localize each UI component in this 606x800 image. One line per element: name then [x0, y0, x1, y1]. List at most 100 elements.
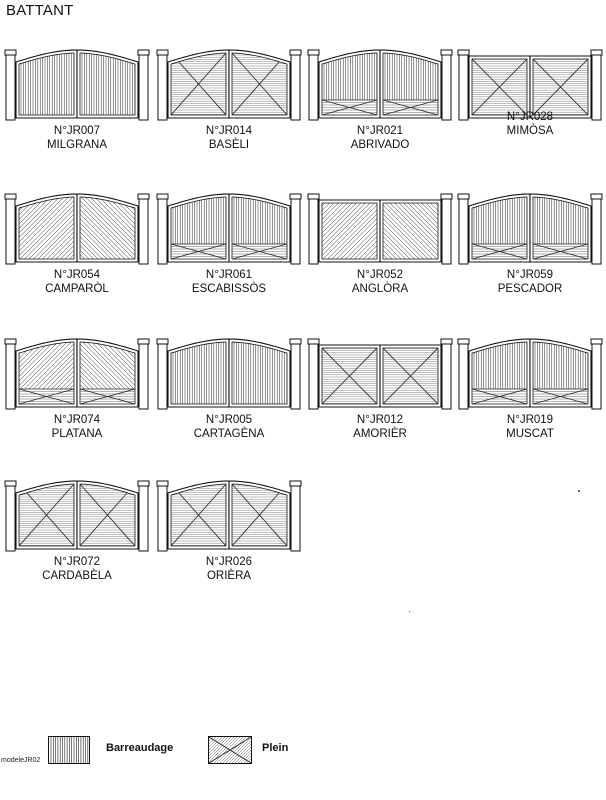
gate-name: AMORIÈR — [353, 428, 407, 440]
gate-leaf-right — [228, 480, 291, 550]
gate-post-left — [156, 193, 169, 265]
gate-code: N°JR012 — [356, 414, 404, 426]
gate-illustration — [156, 480, 302, 552]
gate-code: N°JR052 — [356, 269, 404, 281]
gate-code: N°JR054 — [53, 269, 101, 281]
gate-leaf-left — [167, 480, 230, 550]
gate-leaf-right — [379, 49, 442, 119]
legend: Barreaudage Plein — [0, 730, 606, 770]
gate-post-left — [307, 338, 320, 410]
gate-name: CARDABÈLA — [42, 570, 112, 582]
gate-code: N°JR028 — [506, 111, 554, 123]
gate-leaf-right — [228, 338, 291, 408]
gate-post-left — [4, 480, 17, 552]
gate-name: PESCADOR — [497, 283, 563, 295]
gate-post-left — [156, 49, 169, 121]
gate-post-left — [4, 49, 17, 121]
gate-post-right — [590, 193, 603, 265]
gate-leaf-right — [379, 344, 442, 408]
gate-code: N°JR061 — [205, 269, 253, 281]
scan-speck — [578, 490, 580, 492]
gate-illustration — [156, 49, 302, 121]
gate-leaf-left — [15, 480, 78, 550]
gate-leaf-left — [468, 338, 531, 408]
gate-illustration — [457, 338, 603, 410]
gate-post-right — [289, 338, 302, 410]
legend-label-solid: Plein — [262, 742, 289, 754]
gate-leaf-right — [379, 199, 442, 263]
gate-post-right — [289, 193, 302, 265]
gate-name: PLATANA — [51, 428, 103, 440]
gate-post-right — [137, 193, 150, 265]
gate-leaf-left — [468, 193, 531, 263]
gate-leaf-left — [15, 338, 78, 408]
gate-post-right — [590, 49, 603, 121]
gate-code: N°JR005 — [205, 414, 253, 426]
gate-post-right — [440, 338, 453, 410]
gate-post-right — [590, 338, 603, 410]
gate-leaf-left — [318, 49, 381, 119]
slats-swatch-icon — [48, 736, 90, 764]
gate-leaf-right — [529, 193, 592, 263]
gate-post-left — [156, 480, 169, 552]
gate-post-left — [4, 338, 17, 410]
gate-code: N°JR059 — [506, 269, 554, 281]
gate-post-right — [137, 49, 150, 121]
gate-name: CAMPARÒL — [45, 283, 109, 295]
gate-code: N°JR014 — [205, 125, 253, 137]
gate-illustration — [4, 338, 150, 410]
gate-leaf-right — [76, 480, 139, 550]
gate-illustration — [4, 193, 150, 265]
gate-code: N°JR074 — [53, 414, 101, 426]
gate-post-left — [457, 338, 470, 410]
gate-post-left — [307, 49, 320, 121]
page-title: BATTANT — [6, 2, 74, 19]
gate-illustration — [4, 49, 150, 121]
gate-post-right — [137, 338, 150, 410]
gate-post-right — [289, 49, 302, 121]
legend-label-slats: Barreaudage — [106, 742, 174, 754]
gate-illustration — [457, 193, 603, 265]
gate-post-right — [440, 49, 453, 121]
gate-leaf-right — [529, 55, 592, 119]
gate-name: ABRIVADO — [350, 139, 410, 151]
gate-illustration — [307, 193, 453, 265]
gate-leaf-right — [76, 49, 139, 119]
gate-code: N°JR019 — [506, 414, 554, 426]
gate-post-right — [440, 193, 453, 265]
gate-post-left — [307, 193, 320, 265]
gate-name: ANGLÒRA — [351, 283, 409, 295]
gate-illustration — [156, 338, 302, 410]
gate-name: CARTAGÈNA — [193, 428, 265, 440]
gate-leaf-left — [318, 344, 381, 408]
footer-reference: modeleJR02 — [1, 757, 41, 764]
gate-leaf-right — [228, 49, 291, 119]
gate-name: BASÈLI — [208, 139, 250, 151]
gate-leaf-left — [15, 49, 78, 119]
gate-name: MUSCAT — [506, 428, 554, 440]
gate-code: N°JR021 — [356, 125, 404, 137]
gate-illustration — [4, 480, 150, 552]
gate-post-left — [457, 49, 470, 121]
solid-swatch-icon — [208, 736, 252, 764]
gate-leaf-right — [228, 193, 291, 263]
gate-leaf-left — [318, 199, 381, 263]
scan-speck — [409, 611, 410, 612]
gate-code: N°JR007 — [53, 125, 101, 137]
gate-post-right — [289, 480, 302, 552]
gate-code: N°JR072 — [53, 556, 101, 568]
gate-illustration — [307, 49, 453, 121]
gate-post-right — [137, 480, 150, 552]
gate-leaf-left — [167, 338, 230, 408]
gate-name: ESCABISSÒS — [191, 283, 267, 295]
